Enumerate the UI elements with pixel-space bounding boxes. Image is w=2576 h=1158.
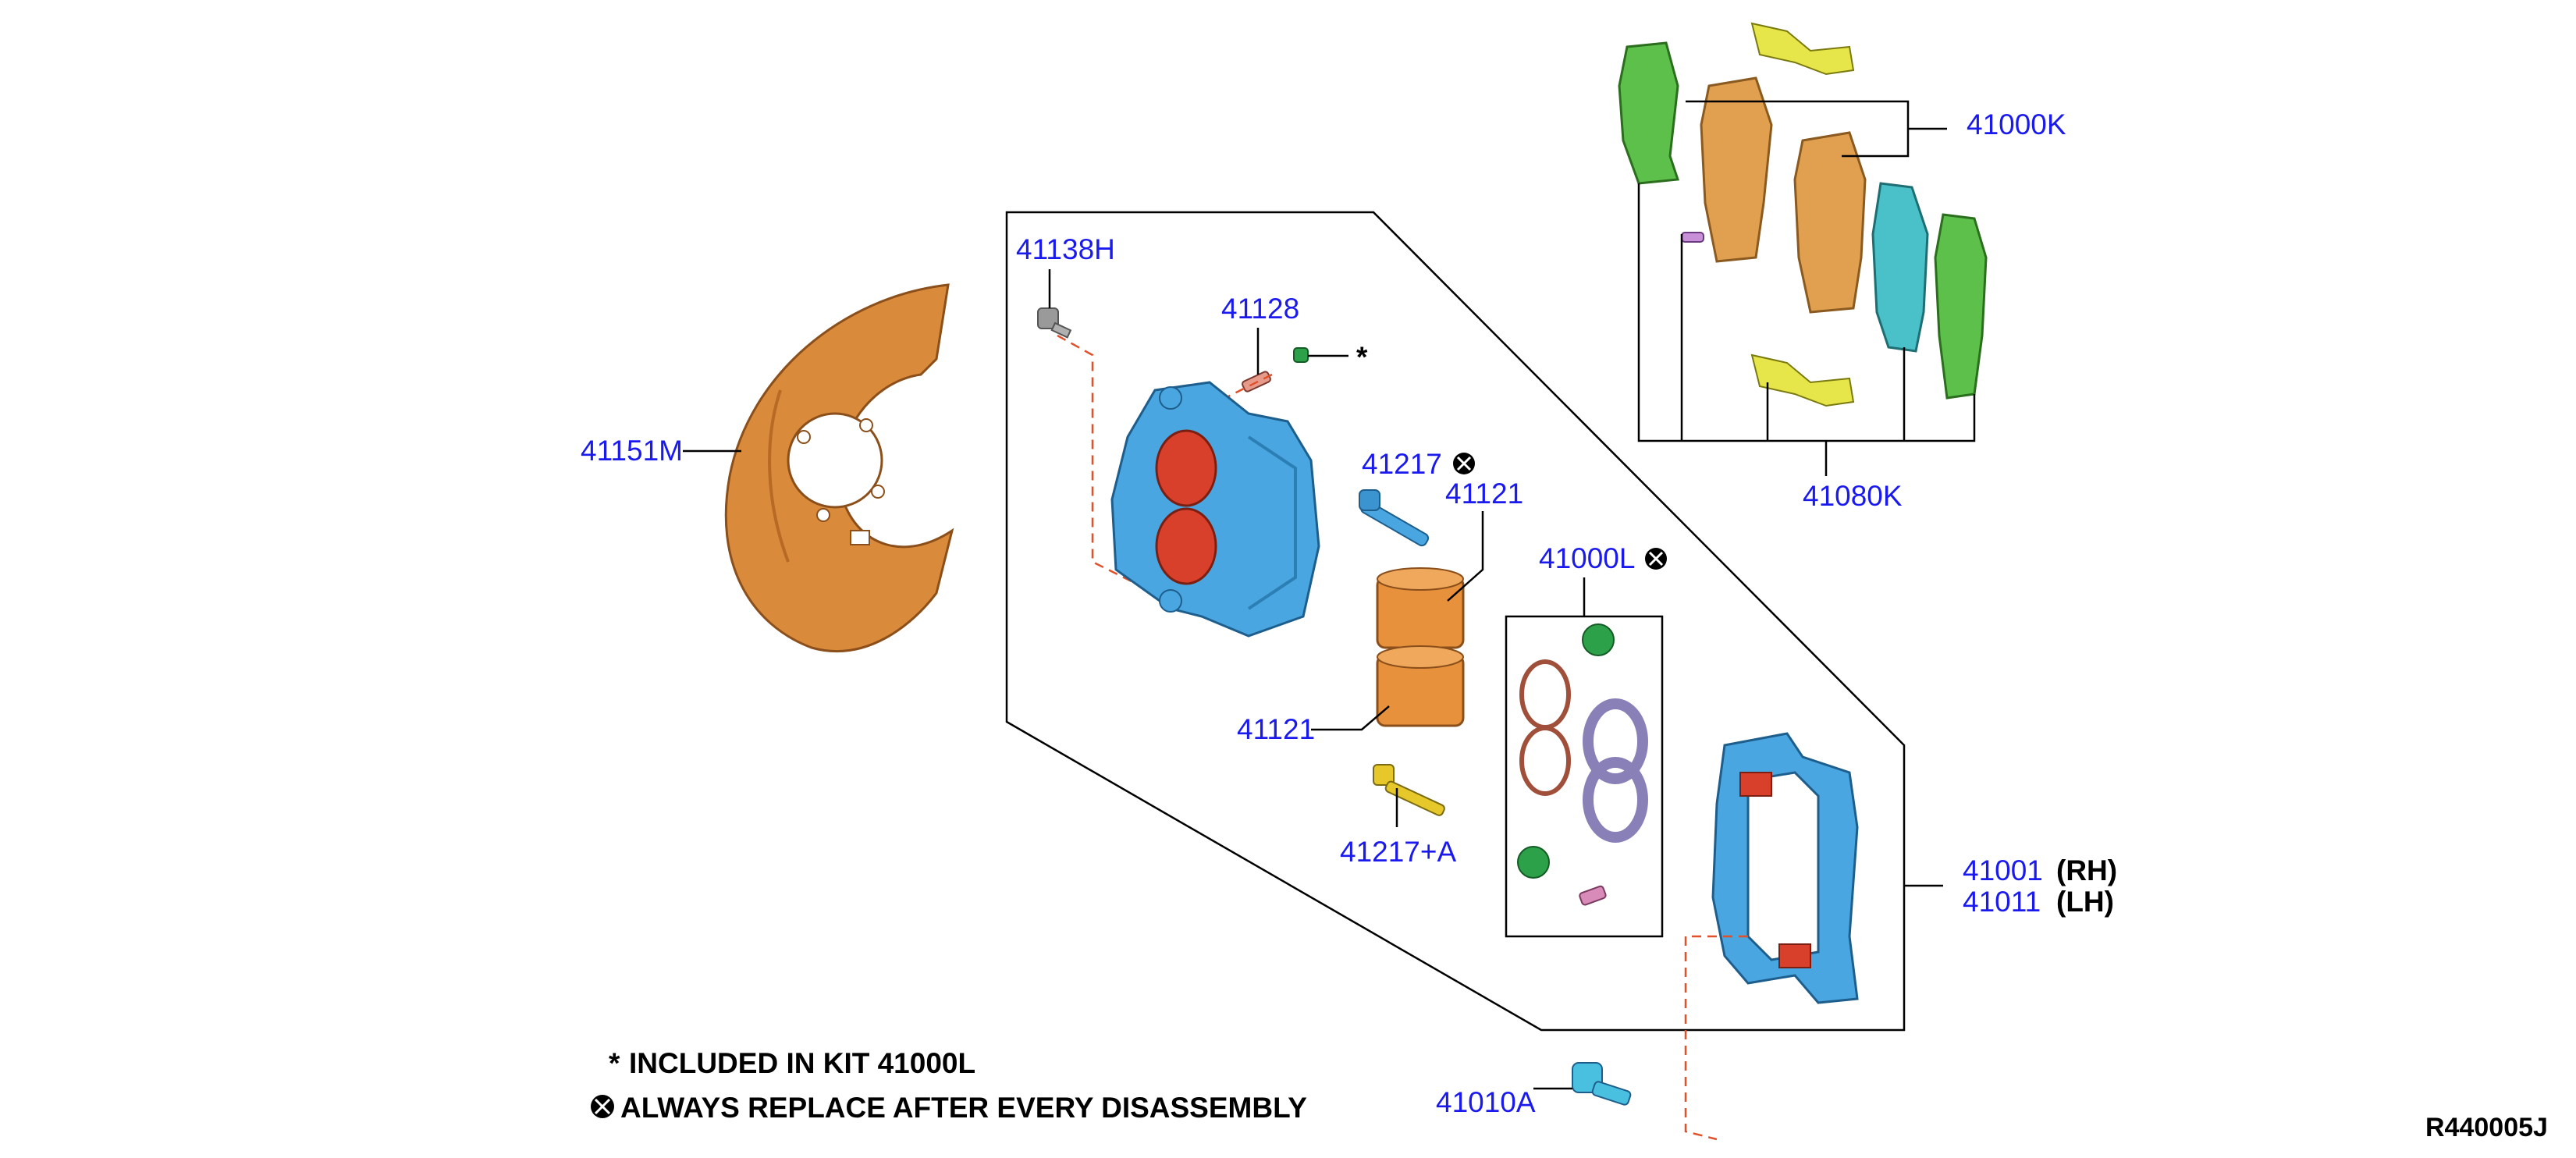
replace-icon-41000L (1645, 548, 1667, 570)
dust-shield-41151M[interactable] (724, 283, 954, 652)
callout-41001[interactable]: 41001 (1963, 854, 2043, 886)
reference-code: R440005J (2425, 1113, 2548, 1142)
callout-41217A[interactable]: 41217+A (1340, 836, 1456, 868)
callout-41011[interactable]: 41011 (1963, 886, 2041, 918)
piston-lower-41121[interactable] (1376, 645, 1465, 727)
replace-icon-legend (591, 1095, 614, 1118)
callout-41121-upper[interactable]: 41121 (1445, 478, 1523, 510)
callout-41217[interactable]: 41217 (1362, 448, 1442, 480)
legend-asterisk: * (609, 1047, 620, 1079)
leader-41121-lower (1311, 705, 1390, 731)
side-rh: (RH) (2056, 854, 2117, 886)
callout-41080K[interactable]: 41080K (1803, 480, 1903, 512)
callout-41151M[interactable]: 41151M (581, 435, 683, 467)
callout-41121-lower[interactable]: 41121 (1237, 713, 1315, 745)
assembly-outline (1005, 211, 1906, 1032)
clip-upper[interactable] (1750, 22, 1855, 76)
asterisk-marker: * (1356, 341, 1368, 373)
guide-line-41138H (1057, 334, 1171, 602)
clip-lower[interactable] (1750, 353, 1855, 407)
bolt-41138H[interactable] (1037, 307, 1072, 339)
wear-indicator[interactable] (1681, 232, 1704, 243)
caliper-bracket[interactable] (1711, 732, 1859, 1004)
seal-kit-41000L[interactable] (1517, 623, 1648, 906)
leader-41121-upper (1447, 511, 1484, 602)
leader-41080K-bracket (1637, 183, 1976, 442)
bleeder-cap[interactable] (1293, 347, 1309, 363)
inner-shim-teal[interactable] (1871, 182, 1929, 353)
slide-pin-41217[interactable] (1359, 489, 1430, 547)
piston-upper-41121[interactable] (1376, 567, 1465, 649)
replace-icon-41217 (1453, 453, 1475, 474)
caliper-body[interactable] (1110, 381, 1320, 638)
guide-line-41128 (1224, 373, 1273, 400)
legend-replace-note: ALWAYS REPLACE AFTER EVERY DISASSEMBLY (620, 1092, 1307, 1124)
callout-41000K[interactable]: 41000K (1967, 108, 2066, 140)
outer-shim-right[interactable] (1934, 213, 1988, 400)
outer-shim-left[interactable] (1618, 41, 1680, 185)
guide-line-41010A (1684, 935, 1748, 1141)
callout-41138H[interactable]: 41138H (1016, 233, 1115, 265)
callout-41000L[interactable]: 41000L (1539, 542, 1635, 574)
legend-kit-note: INCLUDED IN KIT 41000L (629, 1047, 975, 1079)
bolt-41010A[interactable] (1572, 1062, 1632, 1106)
slide-pin-41217A[interactable] (1373, 764, 1446, 816)
brake-pad-inner[interactable] (1700, 76, 1773, 263)
brake-pad-outer[interactable] (1793, 131, 1867, 314)
callout-41010A[interactable]: 41010A (1436, 1086, 1536, 1118)
side-lh: (LH) (2056, 886, 2114, 918)
callout-41128[interactable]: 41128 (1221, 293, 1299, 325)
